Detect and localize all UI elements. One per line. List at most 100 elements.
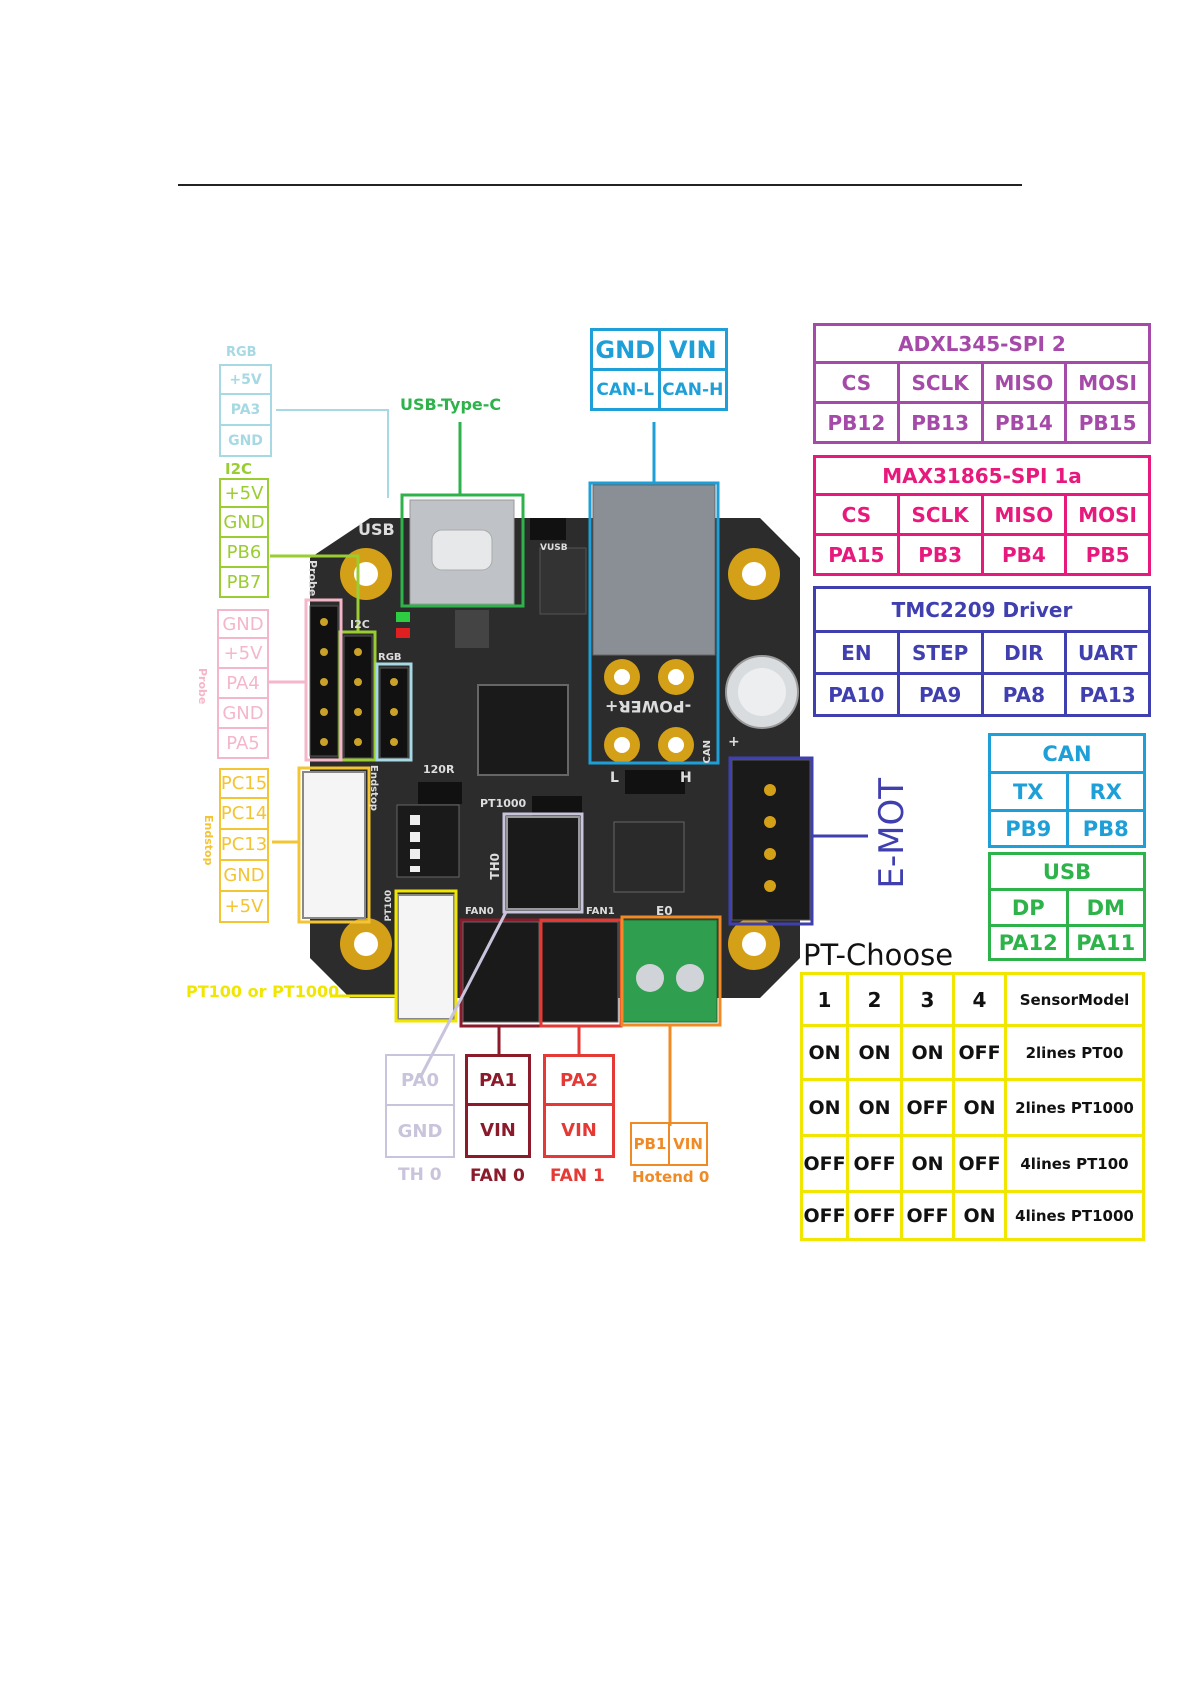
endstop-pin: PC15 [219, 768, 269, 799]
tmc-pin: PA10 [813, 672, 900, 717]
max-pin: PB5 [1064, 533, 1151, 576]
pt-choose-header: SensorModel [1004, 972, 1145, 1027]
can-pin: PB8 [1065, 809, 1146, 848]
endstop-pins: PC15 PC14 PC13 GND +5V [219, 768, 269, 923]
adxl-header: MISO [980, 361, 1068, 404]
silk-vusb: VUSB [540, 543, 568, 553]
pt100-connector [397, 894, 455, 1020]
probe-pin: GND [217, 699, 269, 729]
i2c-pin: +5V [219, 478, 269, 508]
pt-choose-header: 4 [952, 972, 1007, 1027]
hotend-pin: VIN [668, 1122, 708, 1166]
probe-pin: GND [217, 609, 269, 639]
adxl-pin: PB12 [813, 401, 900, 444]
usb-pin: PA11 [1065, 924, 1146, 961]
emot-label: E-MOT [872, 778, 912, 889]
th0-pin: GND [385, 1106, 455, 1158]
pt-choose-cell: ON [952, 1078, 1007, 1137]
pt-choose-header: 2 [846, 972, 903, 1027]
silk-th0: TH0 [488, 853, 502, 880]
max-title: MAX31865-SPI 1a [813, 455, 1151, 496]
endstop-pin: PC14 [219, 799, 269, 830]
pt-choice-label: PT100 or PT1000 [186, 982, 340, 1001]
rgb-pin: GND [219, 426, 272, 457]
silk-pt100: PT100 [384, 890, 394, 922]
dip-switch [396, 804, 460, 878]
th0-connector [506, 816, 580, 910]
th0-pin: PA0 [385, 1054, 455, 1106]
adxl-table: ADXL345-SPI 2 CS SCLK MISO MOSI PB12 PB1… [813, 323, 1151, 444]
max-header: CS [813, 493, 900, 536]
power-can-table: GND VIN CAN-L CAN-H [590, 328, 728, 411]
pt-choose-cell: OFF [800, 1134, 849, 1193]
pt-choose-cell: ON [952, 1190, 1007, 1241]
tmc-header: UART [1064, 630, 1151, 675]
mounting-holes [340, 548, 780, 970]
hotend-caption: Hotend 0 [632, 1168, 710, 1186]
power-connector [592, 484, 716, 656]
silk-power: -POWER+ [605, 697, 692, 716]
usb-header: DP [988, 888, 1069, 927]
silk-usb: USB [358, 520, 395, 539]
pt-choose-title: PT-Choose [803, 938, 954, 972]
max-header: MISO [980, 493, 1068, 536]
endstop-pin: PC13 [219, 830, 269, 861]
silk-120r: 120R [423, 763, 455, 776]
fan1-caption: FAN 1 [550, 1166, 605, 1186]
power-cell: VIN [657, 328, 728, 371]
i2c-pin: PB7 [219, 568, 269, 598]
adxl-title: ADXL345-SPI 2 [813, 323, 1151, 364]
probe-pin: +5V [217, 639, 269, 669]
pt-choose-cell: 4lines PT1000 [1004, 1190, 1145, 1241]
silk-pt1000: PT1000 [480, 797, 527, 810]
adxl-pin: PB14 [980, 401, 1068, 444]
tmc-header: EN [813, 630, 900, 675]
can-pin: PB9 [988, 809, 1069, 848]
header-rule [178, 184, 1022, 186]
fan1-pin: PA2 [543, 1054, 615, 1106]
pt-choose-cell: ON [800, 1024, 849, 1081]
adxl-header: MOSI [1064, 361, 1151, 404]
tmc-title: TMC2209 Driver [813, 586, 1151, 633]
pt-choose-cell: OFF [800, 1190, 849, 1241]
pt-choose-cell: OFF [900, 1078, 955, 1137]
silk-can: CAN [702, 740, 713, 764]
fan1-connector [541, 921, 619, 1023]
silk-fan1: FAN1 [586, 906, 615, 917]
silk-plus: + [728, 734, 740, 750]
pt-choose-cell: 2lines PT00 [1004, 1024, 1145, 1081]
silk-rgb: RGB [378, 652, 402, 663]
pt-choose-cell: ON [846, 1024, 903, 1081]
pt-choose-header: 3 [900, 972, 955, 1027]
tmc-pin: PA9 [896, 672, 984, 717]
max-pin: PA15 [813, 533, 900, 576]
power-cell: GND [590, 328, 661, 371]
probe-pin: PA4 [217, 669, 269, 699]
usb-type-c-label: USB-Type-C [400, 395, 502, 414]
mcu-chip [477, 684, 569, 776]
probe-pin: PA5 [217, 729, 269, 759]
fan1-pin: VIN [543, 1106, 615, 1158]
endstop-pin: GND [219, 861, 269, 892]
fan0-pin: VIN [465, 1106, 531, 1158]
pt-choose-cell: ON [800, 1078, 849, 1137]
rgb-pin: PA3 [219, 395, 272, 426]
can-title: CAN [988, 733, 1146, 774]
tmc-pin: PA13 [1064, 672, 1151, 717]
hotend-terminal [622, 919, 718, 1023]
pt-choose-header: 1 [800, 972, 849, 1027]
usb-table: USB DP DM PA12 PA11 [988, 852, 1146, 961]
pt-choose-cell: OFF [952, 1134, 1007, 1193]
silk-e0: E0 [656, 904, 673, 918]
probe-pins: GND +5V PA4 GND PA5 [217, 609, 269, 759]
adxl-header: CS [813, 361, 900, 404]
pt-choose-cell: OFF [900, 1190, 955, 1241]
usb-pin: PA12 [988, 924, 1069, 961]
rgb-pins: +5V PA3 GND [219, 364, 272, 457]
pt-choose-cell: 2lines PT1000 [1004, 1078, 1145, 1137]
adxl-pin: PB15 [1064, 401, 1151, 444]
pt-choose-cell: ON [900, 1024, 955, 1081]
can-header: RX [1065, 771, 1146, 812]
probe-title: Probe [196, 668, 209, 705]
